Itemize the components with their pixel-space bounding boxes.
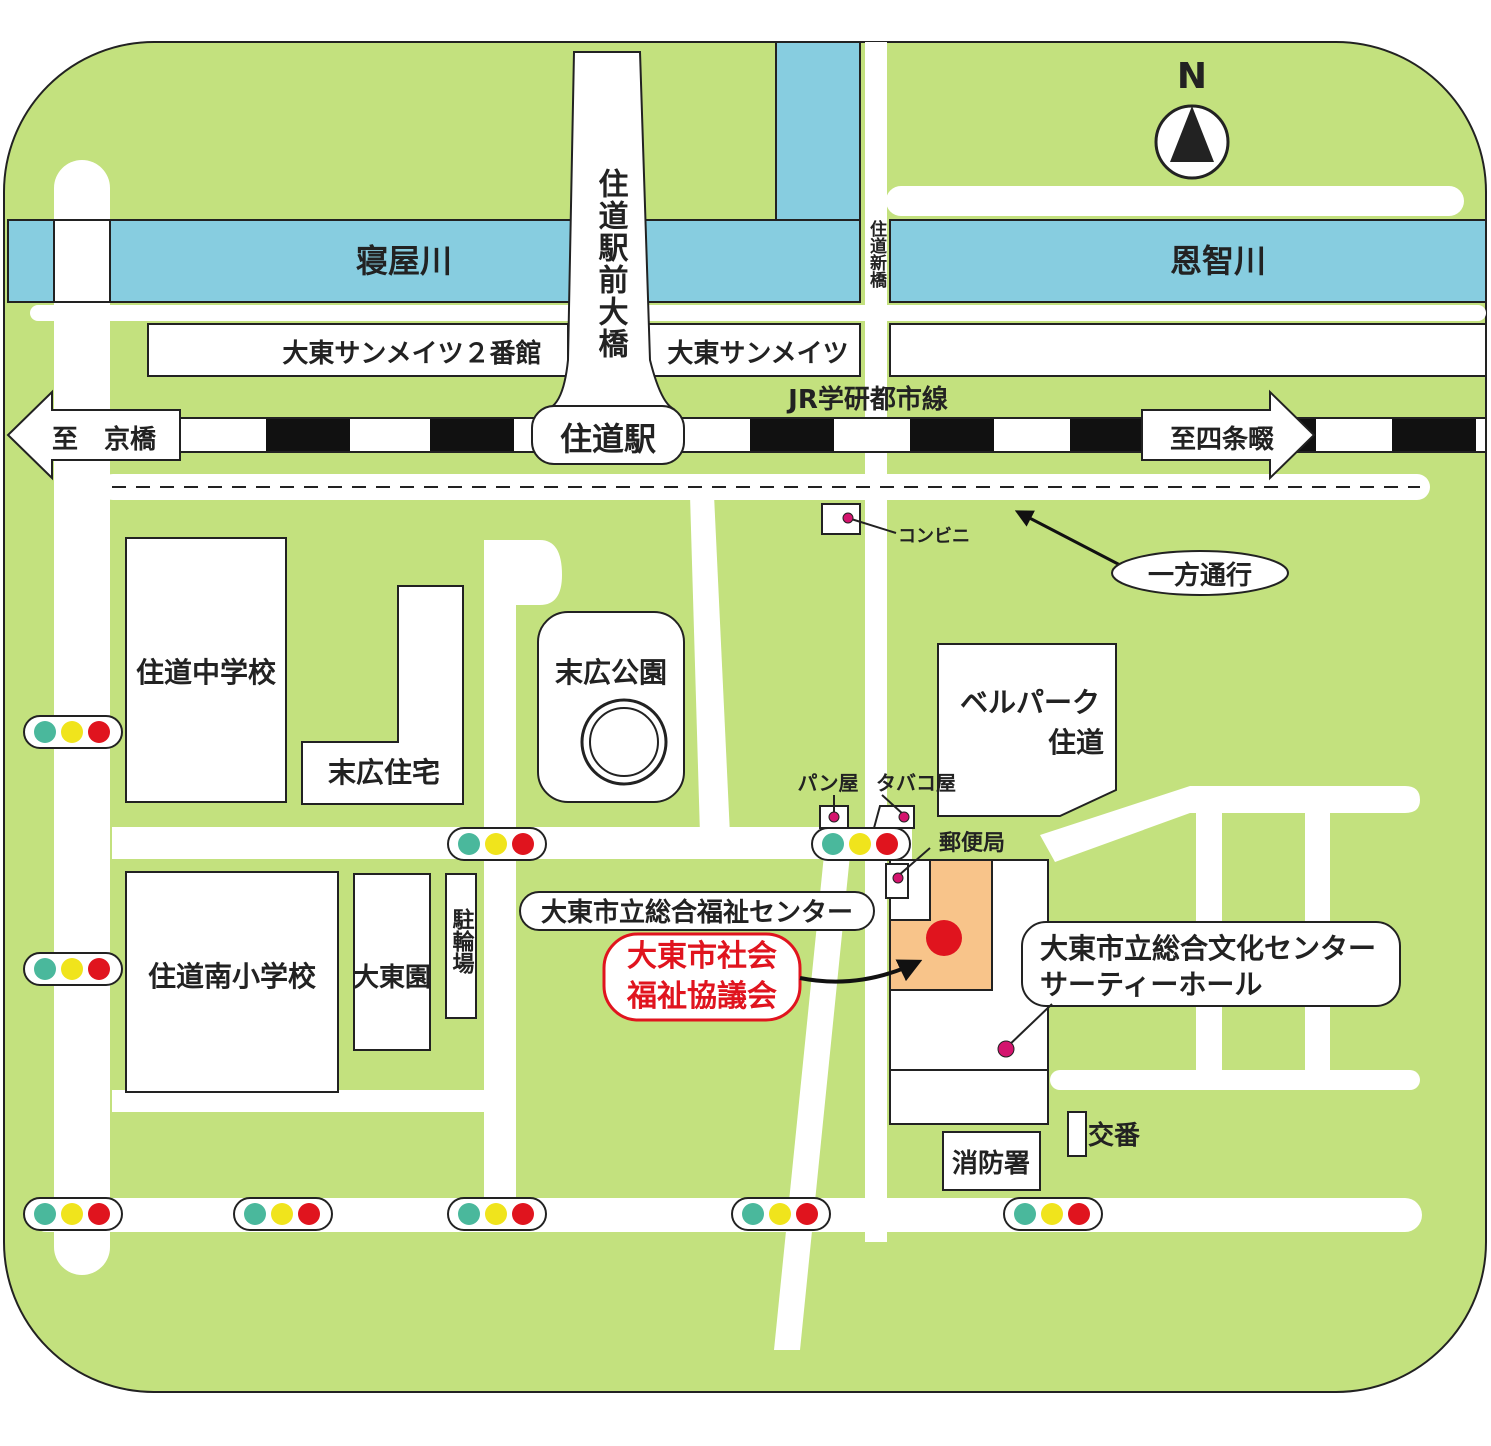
label-one-way: 一方通行 xyxy=(1148,560,1252,591)
building-bellpark xyxy=(937,643,1117,817)
river-onchi xyxy=(889,219,1487,303)
label-bellpark-2: 住道 xyxy=(1048,726,1104,759)
label-welfare-center: 大東市立総合福祉センター xyxy=(541,897,853,928)
building-suehiro-housing xyxy=(301,585,464,805)
river-label-onchi: 恩智川 xyxy=(1170,242,1266,280)
label-elementary: 住道南小学校 xyxy=(148,960,317,993)
label-fire-station: 消防署 xyxy=(952,1149,1030,1179)
callout-welfare-council xyxy=(602,932,802,1022)
bridge-west xyxy=(53,219,111,303)
label-bellpark-1: ベルパーク xyxy=(960,686,1100,719)
building-junior-high xyxy=(125,537,287,803)
label-bicycle-parking: 駐輪場 xyxy=(449,907,475,975)
label-to-kyobashi: 至 京橋 xyxy=(52,424,157,455)
road-north-east xyxy=(886,186,1464,216)
label-daitoen: 大東園 xyxy=(353,963,431,993)
label-new-bridge: 住道新橋 xyxy=(866,219,887,289)
culture-center-dot xyxy=(997,1040,1015,1058)
compass-north-icon xyxy=(1154,104,1230,180)
building-east-block xyxy=(889,323,1487,377)
label-police-box: 交番 xyxy=(1088,1120,1141,1151)
label-station: 住道駅 xyxy=(560,420,656,458)
building-sunmates xyxy=(639,323,861,377)
callout-culture-center xyxy=(1021,921,1401,1007)
label-convenience: コンビニ xyxy=(898,526,970,547)
label-sunmates-2: 大東サンメイツ２番館 xyxy=(282,338,541,369)
traffic-signal xyxy=(23,1197,123,1231)
arrow-to-shijonawate xyxy=(1141,389,1316,481)
label-housing: 末広住宅 xyxy=(328,756,440,789)
arrow-to-kyobashi xyxy=(6,389,181,481)
traffic-signal xyxy=(447,1197,547,1231)
callout-welfare-center xyxy=(519,891,875,931)
park-fountain-icon xyxy=(580,698,668,786)
label-culture-1: 大東市立総合文化センター xyxy=(1040,932,1376,965)
label-tobacco: タバコ屋 xyxy=(876,771,956,795)
label-post-office: 郵便局 xyxy=(939,831,1005,856)
building-bicycle-parking xyxy=(445,873,477,1019)
label-sunmates: 大東サンメイツ xyxy=(667,339,848,369)
building-elementary xyxy=(125,871,339,1093)
label-station-bridge: 住道駅前大橋 xyxy=(593,168,629,360)
traffic-signal xyxy=(1003,1197,1103,1231)
label-jr-line: JR学研都市線 xyxy=(786,384,948,415)
label-park: 末広公園 xyxy=(555,656,667,689)
road-park-west xyxy=(484,540,562,1205)
label-junior-high: 住道中学校 xyxy=(136,656,277,689)
pointer-arrow xyxy=(799,959,923,984)
station-sumimichi xyxy=(531,405,685,465)
target-marker xyxy=(926,920,962,956)
label-culture-2: サーティーホール xyxy=(1040,968,1262,1001)
river-label-neya: 寝屋川 xyxy=(356,242,452,280)
label-bakery: パン屋 xyxy=(798,771,859,795)
label-council-1: 大東市社会 xyxy=(627,939,777,974)
label-to-shijonawate: 至四条畷 xyxy=(1170,425,1274,455)
traffic-signal xyxy=(447,827,547,861)
traffic-signals xyxy=(23,715,1103,1231)
one-way-callout xyxy=(1111,550,1289,596)
police-box-icon xyxy=(1067,1111,1087,1157)
compass-label: N xyxy=(1177,56,1207,97)
road-east-network xyxy=(1040,786,1420,1088)
poi-dots xyxy=(828,512,910,884)
traffic-signal xyxy=(811,827,911,861)
land-area xyxy=(3,41,1487,1393)
traffic-signal xyxy=(23,715,123,749)
label-council-2: 福祉協議会 xyxy=(626,979,777,1014)
traffic-signal xyxy=(23,952,123,986)
traffic-signal xyxy=(233,1197,333,1231)
one-way-arrow xyxy=(1014,510,1121,567)
road-diagonal xyxy=(690,495,730,835)
traffic-signal xyxy=(731,1197,831,1231)
road-bridge-new xyxy=(865,42,887,1242)
building-daitoen xyxy=(353,873,431,1051)
road-north-side xyxy=(30,305,1486,321)
building-fire-station xyxy=(942,1131,1041,1191)
